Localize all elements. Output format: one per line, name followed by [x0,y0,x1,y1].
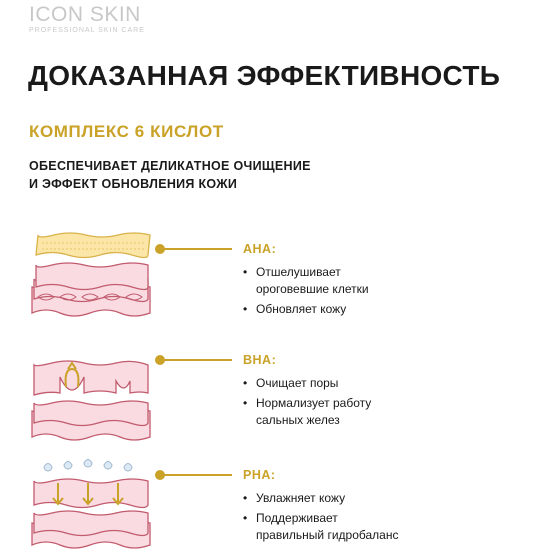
description: ОБЕСПЕЧИВАЕТ ДЕЛИКАТНОЕ ОЧИЩЕНИЕ И ЭФФЕК… [29,157,311,193]
description-line: И ЭФФЕКТ ОБНОВЛЕНИЯ КОЖИ [29,177,238,191]
bha-point: Нормализует работу сальных желез [243,395,371,429]
subtitle: КОМПЛЕКС 6 КИСЛОТ [29,122,224,141]
brand-tagline: PROFESSIONAL SKIN CARE [29,27,145,34]
bha-label: BHA: [243,353,277,367]
bha-skin-layers-illustration [31,360,151,441]
aha-point: Обновляет кожу [243,301,369,318]
page-title: ДОКАЗАННАЯ ЭФФЕКТИВНОСТЬ [28,60,501,91]
aha-label: AHA: [243,242,277,256]
pha-block: PHA: Увлажняет кожу Поддерживает правиль… [243,468,398,547]
bha-block: BHA: Очищает поры Нормализует работу сал… [243,353,371,432]
bha-point: Очищает поры [243,375,371,392]
brand-name: ICON SKIN [29,3,141,26]
connector-line [160,359,232,361]
aha-point: Отшелушивает ороговевшие клетки [243,264,369,298]
connector-line [160,248,232,250]
pha-label: PHA: [243,468,276,482]
pha-point: Поддерживает правильный гидробаланс [243,510,398,544]
brand-logo: ICON SKIN PROFESSIONAL SKIN CARE [29,3,145,35]
pha-skin-layers-illustration [31,459,151,549]
aha-block: AHA: Отшелушивает ороговевшие клетки Обн… [243,242,369,321]
connector-line [160,474,232,476]
description-line: ОБЕСПЕЧИВАЕТ ДЕЛИКАТНОЕ ОЧИЩЕНИЕ [29,159,311,173]
aha-skin-layers-illustration [31,232,151,317]
pha-point: Увлажняет кожу [243,490,398,507]
